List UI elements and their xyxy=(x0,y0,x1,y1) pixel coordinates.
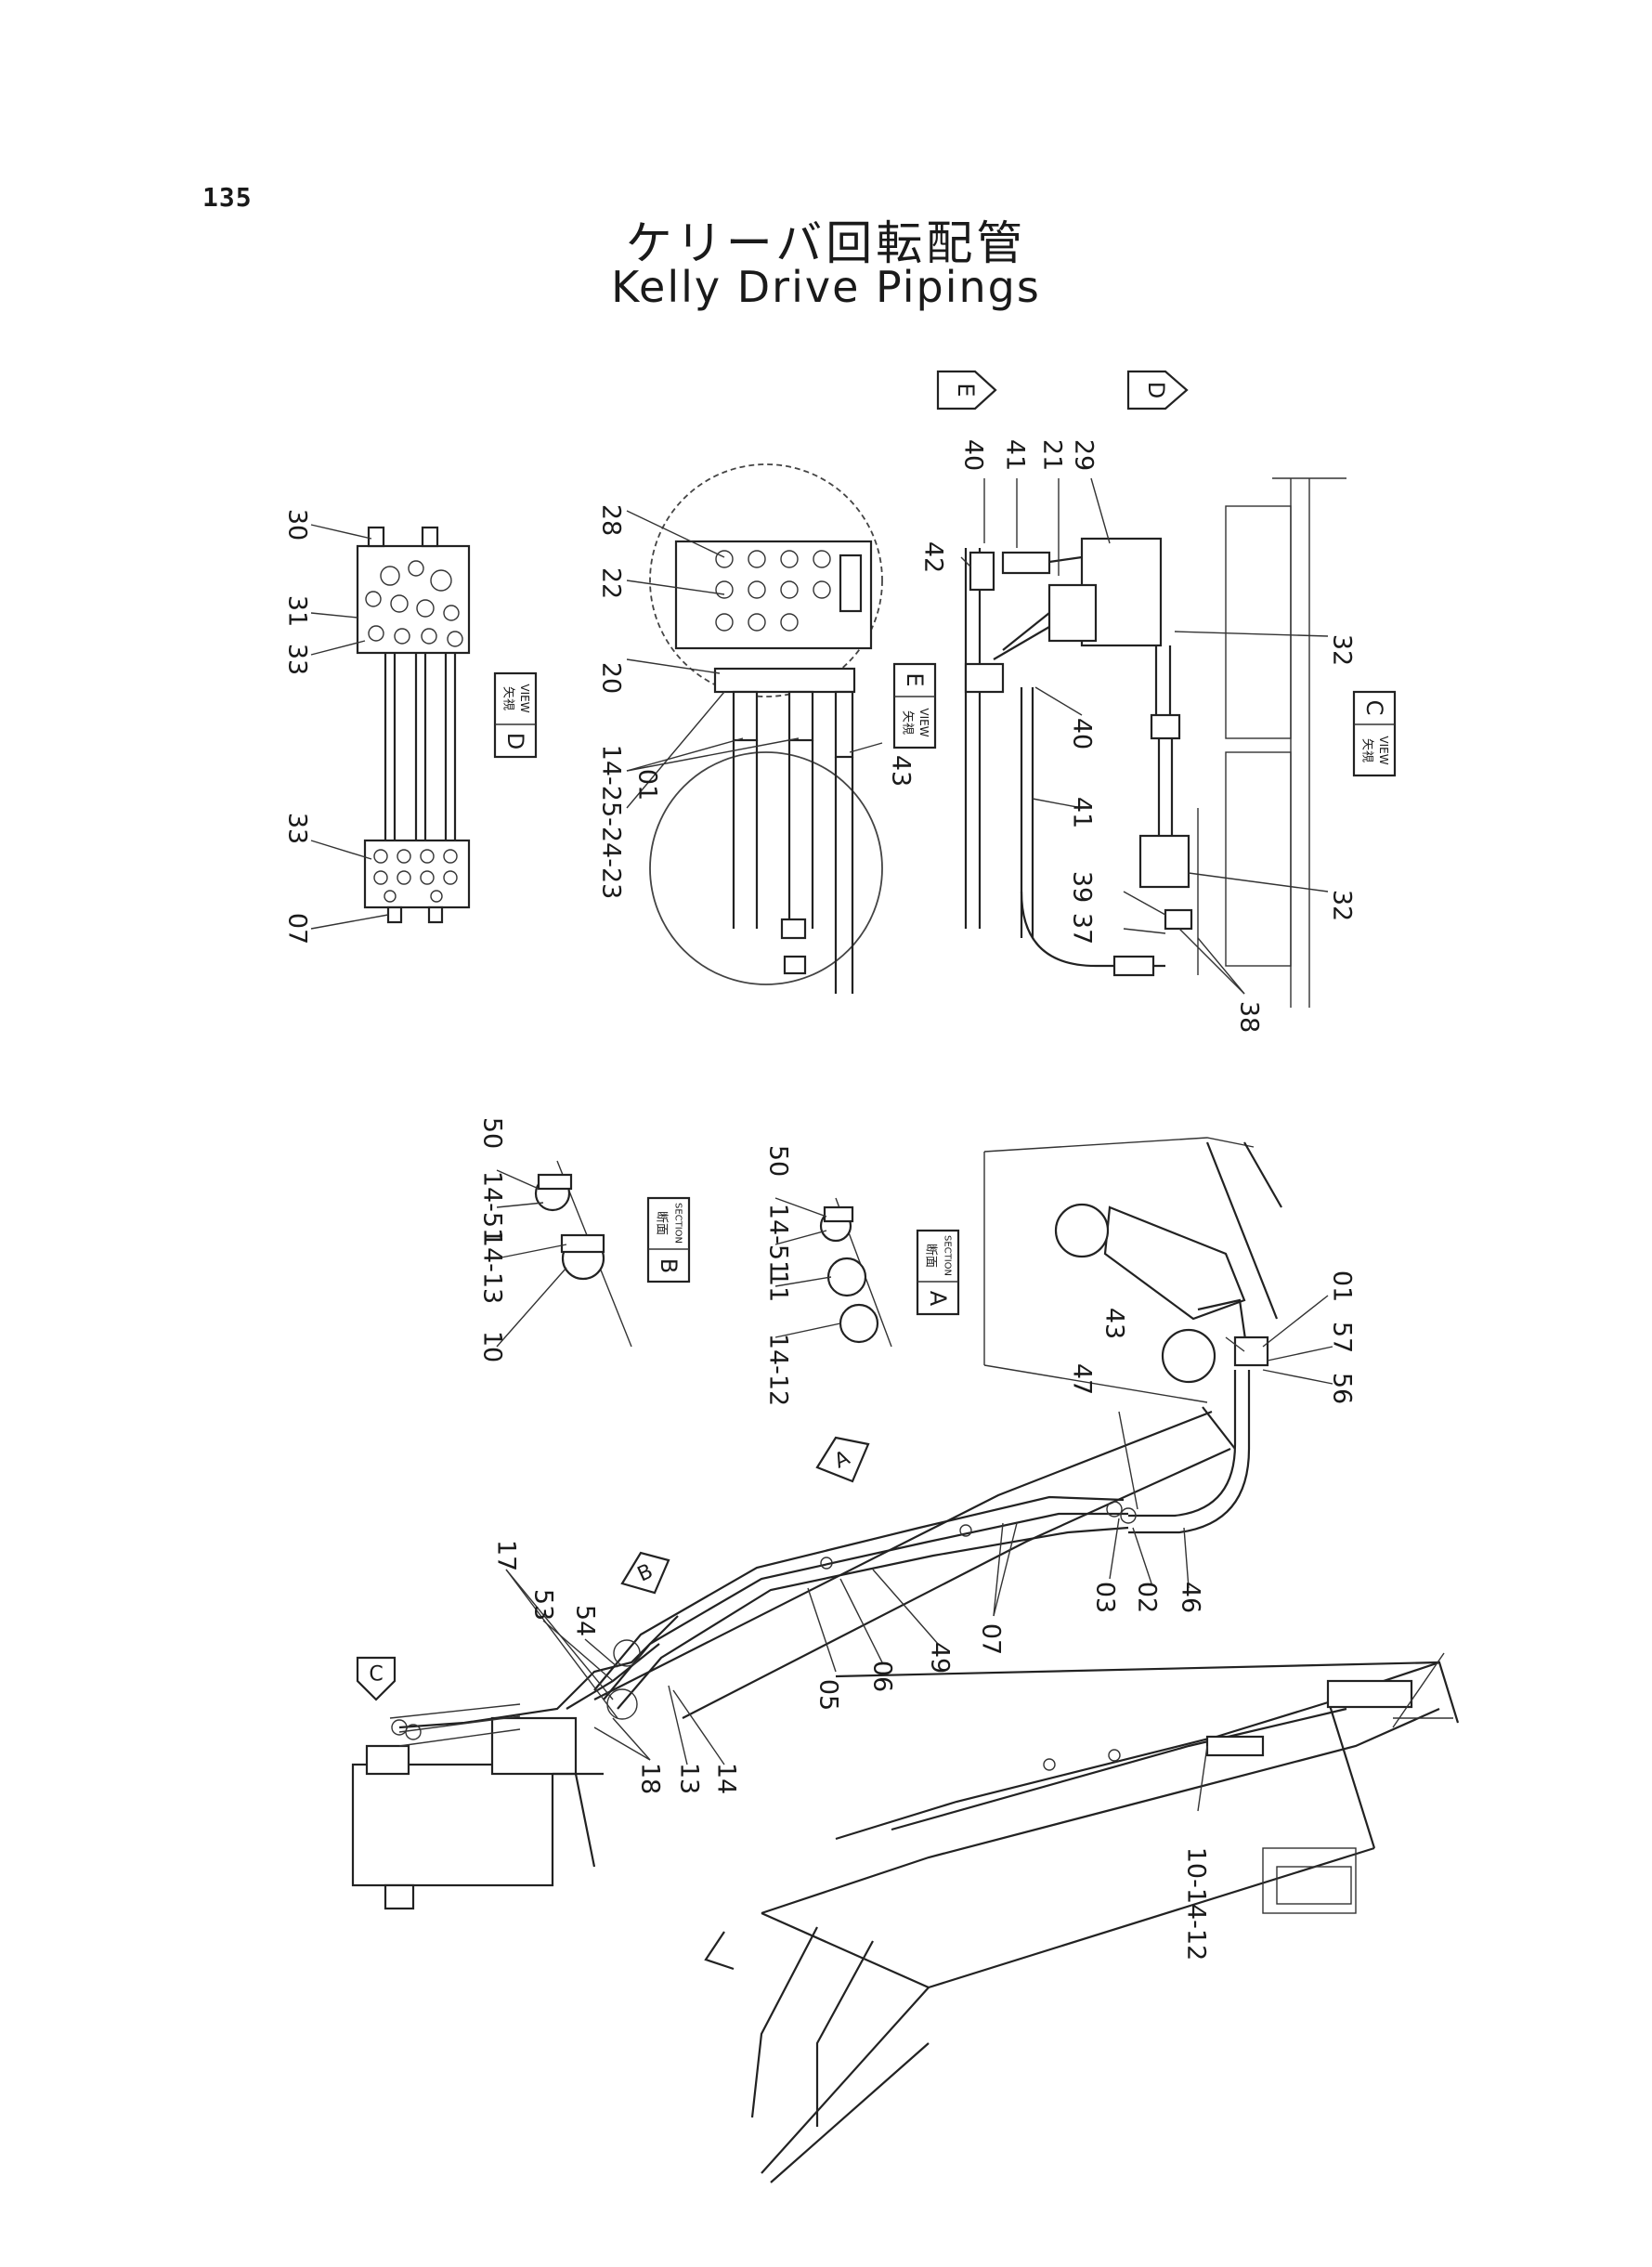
view-e-drawing xyxy=(626,463,883,994)
view-e-jp: 矢視 xyxy=(901,710,915,735)
title-japanese: ケリーバ回転配管 xyxy=(625,216,1027,270)
part-label: 56 xyxy=(1328,1373,1357,1404)
part-label: 54 xyxy=(571,1605,600,1636)
part-label: 10 xyxy=(478,1331,507,1362)
page-number: 135 xyxy=(202,182,253,213)
part-label: 13 xyxy=(675,1763,704,1794)
view-arrow-c: C xyxy=(356,1656,397,1701)
part-label: 38 xyxy=(1235,1001,1264,1033)
part-label: 11 xyxy=(764,1270,793,1302)
part-label: 18 xyxy=(636,1763,665,1794)
part-label: 20 xyxy=(597,662,626,694)
part-label: 21 xyxy=(1038,439,1067,471)
part-label: 03 xyxy=(1091,1582,1120,1613)
part-label: 07 xyxy=(977,1623,1006,1655)
part-label: 17 xyxy=(492,1540,521,1571)
part-label: 47 xyxy=(1068,1363,1097,1395)
part-label: 05 xyxy=(814,1679,843,1711)
part-label: 53 xyxy=(529,1589,558,1621)
part-label: 32 xyxy=(1328,634,1357,666)
part-label: 31 xyxy=(283,595,312,627)
view-c-label-box: 矢視 VIEW C xyxy=(1352,690,1397,777)
part-label: 40 xyxy=(959,439,988,471)
part-label: 14-51 xyxy=(478,1171,507,1244)
part-label: 14-13 xyxy=(478,1231,507,1304)
view-arrow-b: B xyxy=(620,1551,670,1595)
view-arrow-d: D xyxy=(1126,370,1189,410)
view-d-label-box: 矢視 VIEW D xyxy=(493,671,538,759)
part-label: 01 xyxy=(633,769,662,801)
view-c-en: VIEW xyxy=(1377,736,1390,764)
view-d-jp: 矢視 xyxy=(501,686,515,710)
part-label: 02 xyxy=(1133,1582,1162,1613)
view-arrow-e-letter: E xyxy=(953,383,979,397)
part-label: 01 xyxy=(1328,1270,1357,1302)
part-label: 43 xyxy=(887,755,916,787)
part-label: 39 xyxy=(1068,871,1097,903)
part-label: 57 xyxy=(1328,1322,1357,1353)
view-arrow-d-letter: D xyxy=(1143,382,1169,398)
title-english: Kelly Drive Pipings xyxy=(611,262,1041,312)
view-arrow-e: E xyxy=(936,370,997,410)
part-label: 42 xyxy=(919,541,948,573)
part-label: 14-51 xyxy=(764,1204,793,1276)
section-b-drawing xyxy=(496,1160,632,1348)
part-label: 10-14-12 xyxy=(1182,1847,1211,1961)
section-a-jp: 断面 xyxy=(924,1244,938,1268)
view-arrow-c-letter: C xyxy=(369,1663,383,1687)
section-a-label-box: 断面 SECTION A xyxy=(916,1229,960,1316)
part-label: 14 xyxy=(712,1763,741,1794)
view-e-en: VIEW xyxy=(917,708,930,736)
view-d-en: VIEW xyxy=(518,684,531,712)
view-e-label-box: 矢視 VIEW E xyxy=(892,662,937,749)
view-c-jp: 矢視 xyxy=(1360,738,1374,762)
part-label: 43 xyxy=(1100,1308,1129,1339)
part-label: 32 xyxy=(1328,890,1357,921)
part-label: 49 xyxy=(926,1642,955,1674)
view-d-drawing xyxy=(310,524,471,930)
part-label: 14-12 xyxy=(764,1334,793,1406)
part-label: 33 xyxy=(283,813,312,844)
part-label: 33 xyxy=(283,644,312,675)
part-label: 29 xyxy=(1070,439,1099,471)
main-assembly-drawing xyxy=(351,1137,1460,2183)
part-label: 22 xyxy=(597,567,626,599)
view-d-letter: D xyxy=(502,733,528,749)
view-c-letter: C xyxy=(1361,700,1387,716)
view-arrow-a: A xyxy=(815,1436,870,1483)
part-label: 41 xyxy=(1001,439,1030,471)
section-b-label-box: 断面 SECTION B xyxy=(646,1196,691,1283)
part-label: 07 xyxy=(283,913,312,945)
part-label: 30 xyxy=(283,509,312,541)
section-a-letter: A xyxy=(925,1291,951,1307)
part-label: 41 xyxy=(1068,797,1097,828)
part-label: 50 xyxy=(478,1117,507,1149)
view-c-drawing xyxy=(960,477,1346,1008)
section-a-en: SECTION xyxy=(943,1235,953,1276)
part-label: 28 xyxy=(597,504,626,536)
section-b-jp: 断面 xyxy=(655,1211,669,1235)
part-label: 46 xyxy=(1177,1582,1205,1613)
section-b-en: SECTION xyxy=(673,1203,683,1244)
part-label: 50 xyxy=(764,1145,793,1177)
part-label: 37 xyxy=(1068,913,1097,945)
part-label: 40 xyxy=(1068,718,1097,749)
section-b-letter: B xyxy=(656,1258,682,1273)
section-a-drawing xyxy=(774,1197,892,1348)
part-label: 14-25-24-23 xyxy=(597,745,626,900)
part-label: 06 xyxy=(868,1661,897,1692)
view-e-letter: E xyxy=(902,672,928,686)
